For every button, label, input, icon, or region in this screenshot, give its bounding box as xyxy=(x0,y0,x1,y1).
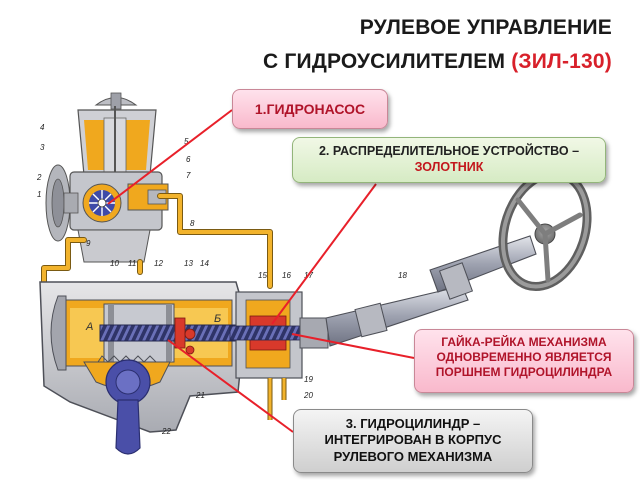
steering-gear-housing: А Б xyxy=(39,281,263,455)
title-line-2: С ГИДРОУСИЛИТЕЛЕМ (ЗИЛ-130) xyxy=(263,50,612,74)
chamber-b-label: Б xyxy=(214,313,221,325)
pulley-icon xyxy=(45,164,79,242)
part-number-9: 9 xyxy=(86,239,91,248)
part-number-5: 5 xyxy=(184,137,189,146)
title-line-1: РУЛЕВОЕ УПРАВЛЕНИЕ xyxy=(359,16,612,39)
title-model: (ЗИЛ-130) xyxy=(511,50,612,73)
part-number-18: 18 xyxy=(398,271,407,280)
hydraulic-pump-icon xyxy=(69,92,169,263)
part-number-4: 4 xyxy=(40,123,45,132)
chamber-a-label: А xyxy=(85,321,93,333)
callout-cylinder: 3. ГИДРОЦИЛИНДР – ИНТЕГРИРОВАН В КОРПУС … xyxy=(293,409,533,473)
part-number-10: 10 xyxy=(110,259,119,268)
part-number-8: 8 xyxy=(190,219,195,228)
part-number-15: 15 xyxy=(258,271,267,280)
hydraulic-hoses xyxy=(41,193,273,293)
callout-nut-line1: ГАЙКА-РЕЙКА МЕХАНИЗМА xyxy=(441,335,607,349)
part-number-13: 13 xyxy=(184,259,193,268)
callout-nut-line3: ПОРШНЕМ ГИДРОЦИЛИНДРА xyxy=(435,365,613,379)
steering-column xyxy=(325,235,537,347)
callout-pump-text: 1.ГИДРОНАСОС xyxy=(254,101,366,117)
part-number-12: 12 xyxy=(154,259,163,268)
callout-piston-nut: ГАЙКА-РЕЙКА МЕХАНИЗМА ОДНОВРЕМЕННО ЯВЛЯЕ… xyxy=(414,329,634,393)
part-number-2: 2 xyxy=(36,173,42,182)
callout-valve: 2. РАСПРЕДЕЛИТЕЛЬНОЕ УСТРОЙСТВО – ЗОЛОТН… xyxy=(292,137,606,183)
part-number-3: 3 xyxy=(40,143,45,152)
callout-pump: 1.ГИДРОНАСОС xyxy=(232,89,388,129)
pointer-nut xyxy=(291,333,415,359)
pointer-cylinder xyxy=(167,339,294,433)
part-number-20: 20 xyxy=(303,391,313,400)
spool-valve-block xyxy=(229,291,329,420)
part-number-21: 21 xyxy=(195,391,205,400)
callout-nut-line2: ОДНОВРЕМЕННО ЯВЛЯЕТСЯ xyxy=(436,350,612,364)
pointer-pump xyxy=(107,109,233,205)
part-number-11: 11 xyxy=(128,259,136,268)
steering-wheel-icon xyxy=(498,168,592,292)
title-main: С ГИДРОУСИЛИТЕЛЕМ xyxy=(263,50,506,73)
callout-valve-line1: 2. РАСПРЕДЕЛИТЕЛЬНОЕ УСТРОЙСТВО – xyxy=(318,144,580,158)
part-number-19: 19 xyxy=(304,375,313,384)
pointer-valve xyxy=(271,183,377,325)
part-number-22: 22 xyxy=(161,427,171,436)
part-number-6: 6 xyxy=(186,155,191,164)
part-number-7: 7 xyxy=(186,171,191,180)
callout-cyl-line2: ИНТЕГРИРОВАН В КОРПУС xyxy=(324,432,502,448)
callout-cyl-line3: РУЛЕВОГО МЕХАНИЗМА xyxy=(333,448,493,464)
part-number-16: 16 xyxy=(282,271,291,280)
callout-valve-line2: ЗОЛОТНИК xyxy=(414,159,484,174)
callout-cyl-line1: 3. ГИДРОЦИЛИНДР – xyxy=(345,416,481,431)
part-number-14: 14 xyxy=(200,259,209,268)
callout-pointers xyxy=(107,109,415,433)
part-number-1: 1 xyxy=(37,190,41,199)
